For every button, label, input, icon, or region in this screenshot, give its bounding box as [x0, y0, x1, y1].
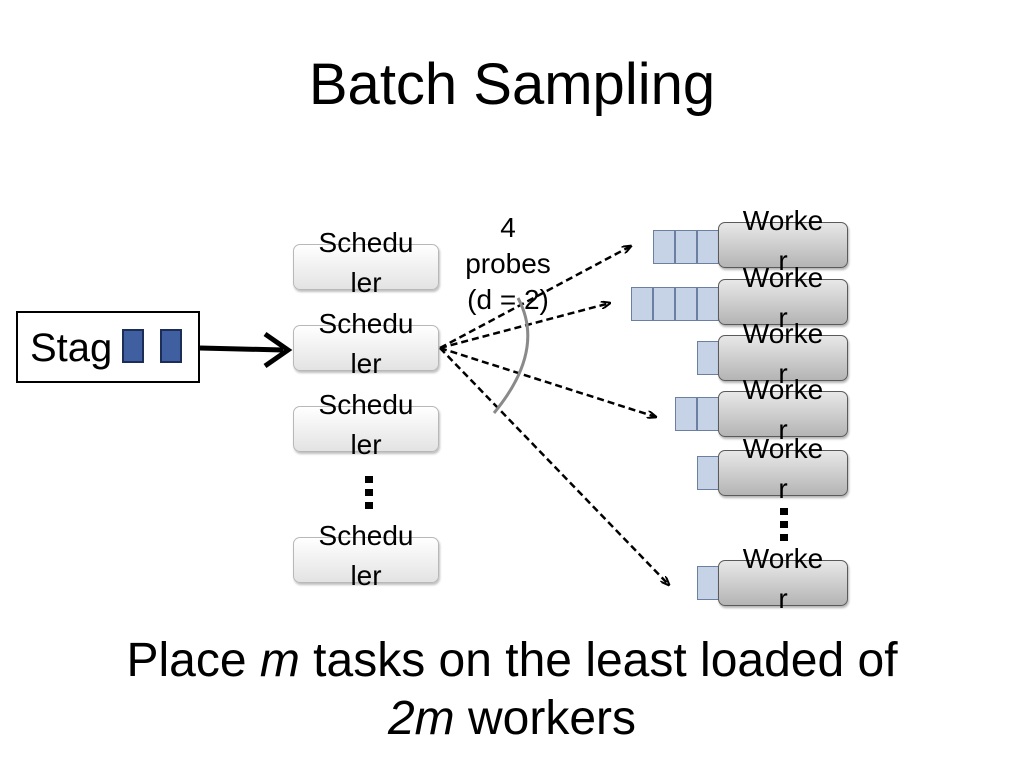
caption-post: workers [454, 692, 637, 745]
queue-slot [675, 397, 697, 431]
queue-slot [697, 397, 719, 431]
caption-2m: 2m [387, 692, 455, 745]
worker-ellipsis [780, 508, 788, 546]
probe-arrow [439, 346, 656, 417]
worker-label: Worke r [742, 205, 824, 276]
scheduler-label: Schedu ler [318, 520, 414, 591]
caption-mid: tasks on the least loaded of [299, 634, 898, 687]
stage-label: Stag [30, 326, 113, 370]
probes-count: 4 [500, 212, 516, 243]
queue-slot [697, 456, 719, 490]
scheduler-box: Schedu ler [293, 227, 439, 298]
worker-box: Worke r [718, 262, 848, 333]
worker-box: Worke r [718, 374, 848, 445]
probe-arrows [439, 246, 669, 585]
probes-word: probes [465, 248, 551, 279]
probes-label: 4 probes (d = 2) [448, 210, 568, 318]
stage-task [122, 329, 144, 363]
stage-box: Stag [16, 311, 200, 383]
worker-label: Worke r [742, 433, 824, 504]
queue-slot [697, 287, 719, 321]
queue-slot [653, 230, 675, 264]
caption-line-1: Place m tasks on the least loaded of [0, 632, 1024, 690]
scheduler-label: Schedu ler [318, 227, 414, 298]
stage-to-scheduler-arrowhead [263, 331, 293, 369]
scheduler-box: Schedu ler [293, 308, 439, 379]
caption-m: m [259, 634, 300, 687]
worker-box: Worke r [718, 543, 848, 614]
slide-title: Batch Sampling [308, 52, 716, 117]
queue-slot [697, 341, 719, 375]
probe-arrow [439, 347, 669, 585]
worker-box: Worke r [718, 318, 848, 389]
queue-slot [697, 566, 719, 600]
stage-task [160, 329, 182, 363]
slide-caption: Place m tasks on the least loaded of 2m … [0, 632, 1024, 748]
caption-line-2: 2m workers [0, 690, 1024, 748]
queue-slot [697, 230, 719, 264]
scheduler-box: Schedu ler [293, 520, 439, 591]
probe-arrow [439, 246, 631, 350]
scheduler-box: Schedu ler [293, 389, 439, 460]
scheduler-label: Schedu ler [318, 308, 414, 379]
scheduler-ellipsis [365, 476, 373, 514]
probes-d: (d = 2) [467, 284, 549, 315]
probe-arrow [439, 303, 610, 350]
worker-label: Worke r [742, 543, 824, 614]
queue-slot [675, 230, 697, 264]
caption-pre: Place [126, 634, 260, 687]
queue-slot [631, 287, 653, 321]
worker-label: Worke r [742, 374, 824, 445]
queue-slot [653, 287, 675, 321]
worker-box: Worke r [718, 433, 848, 504]
queue-slot [675, 287, 697, 321]
stage-to-scheduler-arrow [199, 345, 284, 353]
worker-label: Worke r [742, 318, 824, 389]
worker-box: Worke r [718, 205, 848, 276]
scheduler-label: Schedu ler [318, 389, 414, 460]
worker-label: Worke r [742, 262, 824, 333]
probe-angle-arc [492, 297, 530, 414]
